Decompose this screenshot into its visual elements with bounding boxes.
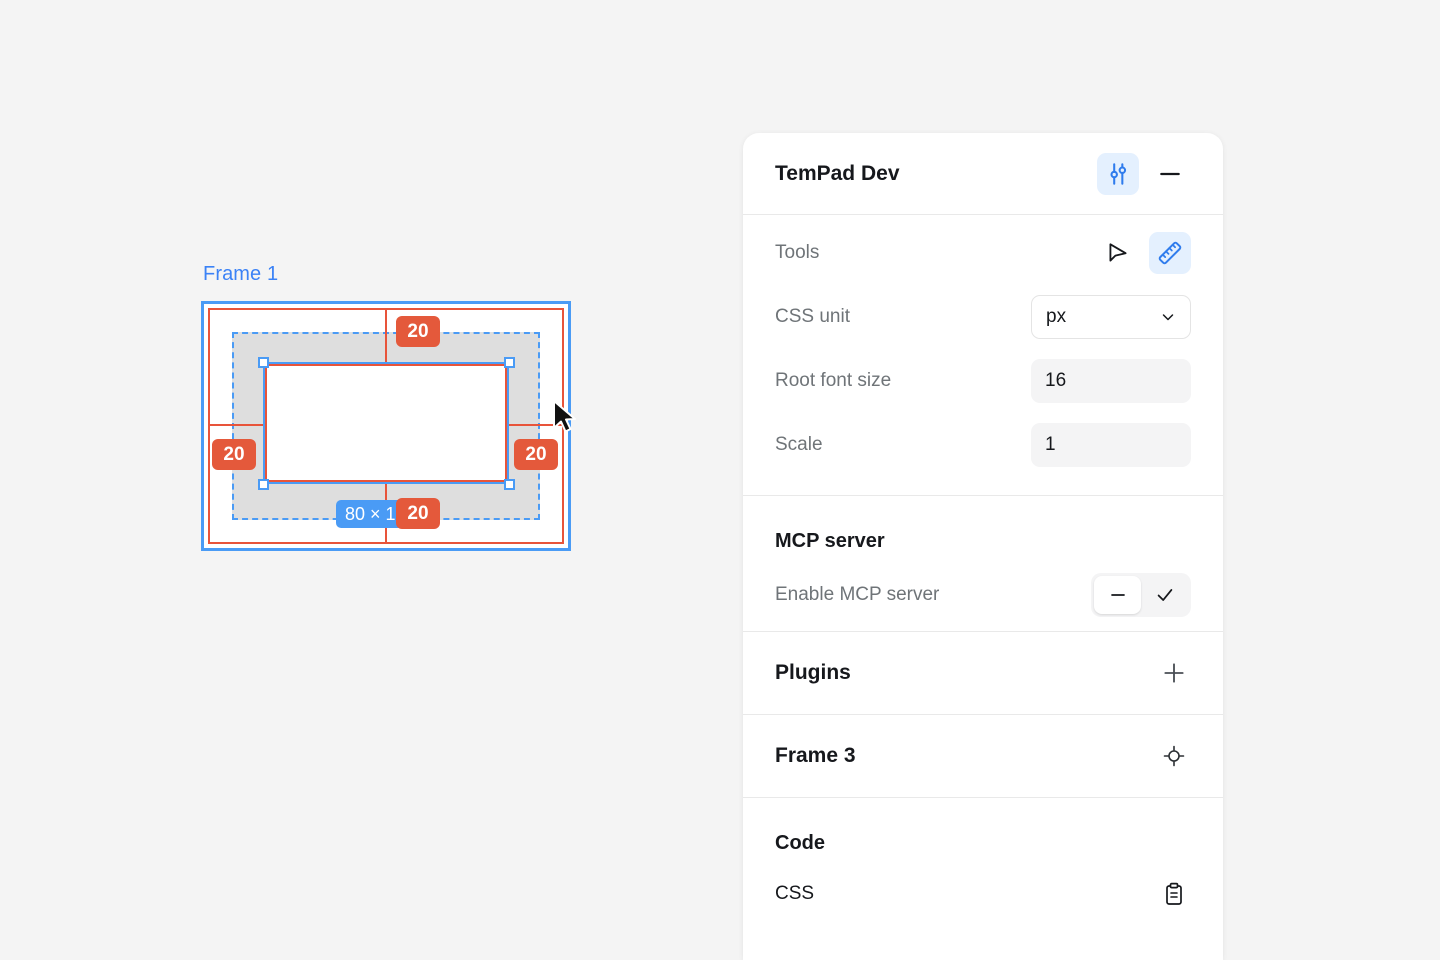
code-css-row: CSS bbox=[775, 855, 1191, 933]
tools-label: Tools bbox=[775, 242, 820, 263]
code-group: Code CSS bbox=[743, 798, 1223, 933]
plus-icon bbox=[1164, 663, 1184, 683]
resize-handle-bottom-left[interactable] bbox=[258, 479, 269, 490]
setting-row-tools: Tools bbox=[775, 221, 1191, 285]
settings-section: Tools bbox=[743, 215, 1223, 496]
resize-handle-top-left[interactable] bbox=[258, 357, 269, 368]
panel-title: TemPad Dev bbox=[775, 161, 900, 185]
setting-row-scale: Scale 1 bbox=[775, 413, 1191, 477]
selected-element-measure-border bbox=[265, 364, 507, 482]
check-icon bbox=[1157, 589, 1172, 601]
css-unit-label: CSS unit bbox=[775, 306, 850, 327]
mcp-enable-row: Enable MCP server bbox=[775, 559, 1191, 631]
settings-button[interactable] bbox=[1097, 152, 1139, 195]
plugins-section: Plugins bbox=[743, 632, 1223, 715]
dash-icon bbox=[1110, 594, 1125, 596]
sliders-icon bbox=[1110, 162, 1127, 185]
code-css-label: CSS bbox=[775, 883, 815, 904]
plugins-title: Plugins bbox=[775, 661, 851, 684]
css-unit-select[interactable]: px bbox=[1031, 295, 1191, 339]
frame-title: Frame 3 bbox=[775, 744, 856, 767]
spacing-badge-bottom: 20 bbox=[396, 498, 440, 529]
mcp-enable-label: Enable MCP server bbox=[775, 584, 940, 605]
mcp-server-section: MCP server Enable MCP server bbox=[743, 496, 1223, 632]
minimize-icon bbox=[1160, 172, 1180, 175]
arrow-pointer-icon bbox=[553, 400, 576, 433]
design-canvas[interactable]: Frame 1 80 × 1 20 20 20 20 bbox=[0, 0, 740, 960]
copy-css-button[interactable] bbox=[1157, 877, 1191, 911]
guide-line-left bbox=[210, 424, 265, 426]
spacing-badge-right: 20 bbox=[514, 439, 558, 470]
minimize-button[interactable] bbox=[1149, 153, 1191, 195]
tempad-dev-panel: TemPad Dev bbox=[743, 133, 1223, 960]
tools-buttons bbox=[1097, 232, 1191, 274]
mcp-toggle-on[interactable] bbox=[1141, 576, 1188, 614]
spacing-badge-left: 20 bbox=[212, 439, 256, 470]
measure-tool-button[interactable] bbox=[1149, 232, 1191, 274]
add-plugin-button[interactable] bbox=[1157, 656, 1191, 690]
locate-frame-button[interactable] bbox=[1157, 739, 1191, 773]
scale-label: Scale bbox=[775, 434, 823, 455]
chevron-down-icon bbox=[1162, 314, 1174, 321]
resize-handle-top-right[interactable] bbox=[504, 357, 515, 368]
frame-section: Frame 3 bbox=[743, 715, 1223, 798]
panel-header: TemPad Dev bbox=[743, 133, 1223, 214]
root-font-size-input[interactable]: 16 bbox=[1031, 359, 1191, 403]
css-unit-value: px bbox=[1046, 306, 1067, 327]
mcp-server-heading: MCP server bbox=[775, 530, 885, 552]
clipboard-icon bbox=[1166, 882, 1182, 905]
size-badge: 80 × 1 bbox=[336, 500, 405, 528]
mcp-toggle-off[interactable] bbox=[1094, 576, 1141, 614]
root-font-size-label: Root font size bbox=[775, 370, 892, 391]
frame-label: Frame 1 bbox=[203, 263, 279, 285]
cursor-icon bbox=[1109, 243, 1127, 262]
code-section: Code CSS bbox=[743, 798, 1223, 933]
crosshair-target-icon bbox=[1163, 745, 1185, 767]
guide-line-top bbox=[385, 310, 387, 364]
code-heading: Code bbox=[775, 832, 825, 854]
settings-group: Tools bbox=[743, 215, 1223, 495]
cursor-tool-button[interactable] bbox=[1097, 232, 1139, 274]
spacing-badge-top: 20 bbox=[396, 316, 440, 347]
ruler-icon bbox=[1158, 241, 1182, 265]
selected-element-bounds[interactable] bbox=[263, 362, 509, 484]
mcp-server-group: MCP server Enable MCP server bbox=[743, 496, 1223, 631]
setting-row-css-unit: CSS unit px bbox=[775, 285, 1191, 349]
panel-header-section: TemPad Dev bbox=[743, 133, 1223, 215]
root-font-size-value: 16 bbox=[1045, 370, 1067, 391]
setting-row-root-font-size: Root font size 16 bbox=[775, 349, 1191, 413]
scale-value: 1 bbox=[1045, 434, 1056, 455]
guide-line-right bbox=[507, 424, 562, 426]
resize-handle-bottom-right[interactable] bbox=[504, 479, 515, 490]
scale-input[interactable]: 1 bbox=[1031, 423, 1191, 467]
plugins-header: Plugins bbox=[743, 632, 1223, 714]
frame-header: Frame 3 bbox=[743, 715, 1223, 797]
mcp-enable-toggle[interactable] bbox=[1091, 573, 1191, 617]
